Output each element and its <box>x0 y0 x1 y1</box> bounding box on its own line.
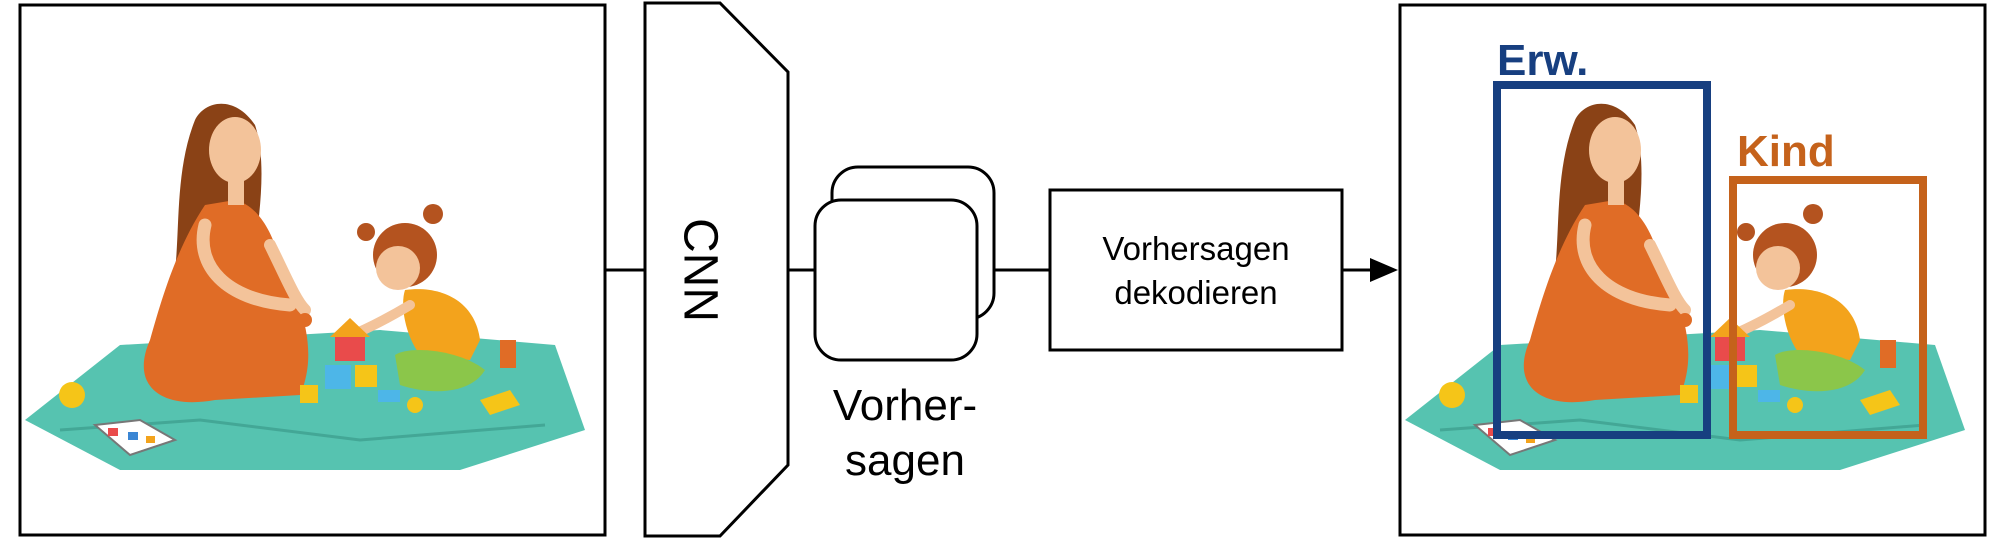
arrow-decode-output <box>1342 258 1398 282</box>
child-bounding-box <box>1729 176 1927 439</box>
input-image <box>18 3 607 537</box>
decode-label-line2: dekodieren <box>1114 274 1277 311</box>
cnn-label: CNN <box>673 218 726 322</box>
decode-box: Vorhersagen dekodieren <box>1048 188 1344 352</box>
adult-label: Erw. <box>1497 36 1588 85</box>
prediction-maps <box>813 165 996 362</box>
child-label: Kind <box>1737 127 1835 176</box>
predictions-label-line1: Vorher- <box>833 381 977 430</box>
decode-label-line1: Vorhersagen <box>1102 230 1289 267</box>
adult-bounding-box <box>1493 81 1711 439</box>
predictions-label-line2: sagen <box>845 436 965 485</box>
cnn-block: CNN <box>643 1 790 538</box>
